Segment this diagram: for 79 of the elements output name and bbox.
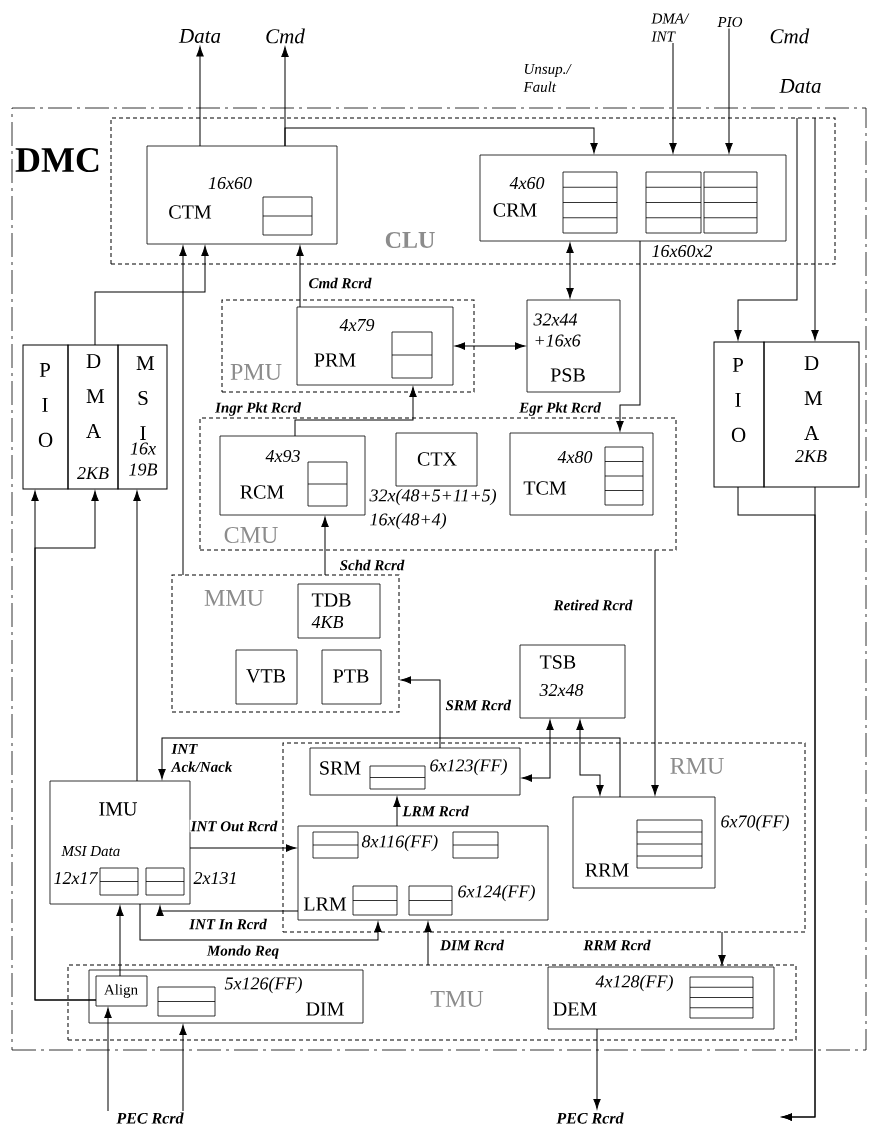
arrow bbox=[651, 549, 659, 796]
arrow bbox=[156, 905, 299, 916]
arrow bbox=[734, 117, 798, 341]
node-label: 2x131 bbox=[193, 871, 236, 885]
edge-label: Retired Rcrd bbox=[552, 598, 634, 612]
arrow bbox=[521, 719, 554, 782]
signal-label: PEC Rcrd bbox=[556, 1112, 624, 1124]
arrow bbox=[179, 245, 187, 576]
arrow bbox=[179, 1024, 187, 1112]
arrow bbox=[566, 242, 574, 299]
arrow bbox=[454, 342, 526, 350]
module-box: VTB bbox=[235, 649, 298, 705]
module-box: 4x60 CRM bbox=[479, 154, 787, 242]
edge-label: Egr Pkt Rcrd bbox=[518, 401, 602, 417]
signal-label: PIO bbox=[717, 16, 743, 28]
module-box: SRM 6x123(FF) bbox=[309, 747, 521, 796]
interface-column: D M A 2KB bbox=[67, 344, 119, 490]
arrow bbox=[94, 245, 209, 346]
interface-column: P I O bbox=[713, 341, 765, 488]
module-box: 4x79 PRM bbox=[296, 306, 454, 386]
arrow bbox=[725, 28, 733, 154]
module-box: TDB 4KB bbox=[297, 583, 381, 639]
arrow bbox=[284, 127, 598, 154]
arrow bbox=[189, 844, 297, 852]
edge-label: Schd Rcrd bbox=[338, 558, 406, 572]
edge-label: Cmd Rcrd bbox=[307, 276, 373, 290]
module-box: 16x60 CTM bbox=[146, 145, 338, 245]
module-box: 4x128(FF) DEM bbox=[547, 966, 775, 1030]
arrow bbox=[321, 516, 329, 576]
arrow bbox=[576, 719, 604, 796]
edge-label: LRM Rcrd bbox=[401, 804, 470, 818]
module-box: TSB 32x48 bbox=[519, 644, 626, 719]
arrow bbox=[718, 931, 726, 966]
module-box: CTX bbox=[395, 432, 478, 487]
arrow bbox=[811, 117, 819, 341]
arrow bbox=[593, 1028, 601, 1110]
signal-label: DMA/ INT bbox=[651, 13, 690, 42]
arrow bbox=[139, 903, 382, 941]
arrow bbox=[116, 905, 124, 977]
size-label: 16x(48+4) bbox=[370, 512, 447, 530]
interface-column: M S I 16x 19B bbox=[117, 344, 168, 490]
module-box: RRM bbox=[572, 796, 716, 889]
interface-column: D M A 2KB bbox=[763, 341, 860, 488]
signal-label: PEC Rcrd bbox=[116, 1112, 184, 1124]
edge-label: RRM Rcrd bbox=[582, 938, 652, 952]
arrow bbox=[133, 490, 141, 782]
arrow bbox=[196, 46, 204, 147]
signal-label: Unsup./ Fault bbox=[523, 64, 572, 93]
module-box: Align bbox=[95, 975, 148, 1007]
edge-label: SRM Rcrd bbox=[444, 698, 512, 712]
interface-column: P I O bbox=[22, 344, 69, 490]
arrow bbox=[781, 486, 816, 1121]
size-label: 6x70(FF) bbox=[721, 814, 789, 832]
arrow bbox=[104, 1007, 112, 1112]
module-box: 8x116(FF) LRM 6x124(FF) bbox=[297, 825, 549, 921]
signal-label: Cmd bbox=[266, 28, 305, 44]
arrow bbox=[393, 796, 401, 827]
signal-label: Data bbox=[178, 29, 221, 43]
edge-label: DIM Rcrd bbox=[439, 938, 505, 952]
edge-label: INT In Rcrd bbox=[188, 917, 268, 931]
edge-label: INT Out Rcrd bbox=[189, 819, 279, 833]
arrow bbox=[296, 245, 304, 308]
edge-label: INT Ack/Nack bbox=[170, 743, 243, 773]
edge-label: Mondo Req bbox=[205, 944, 281, 960]
arrow bbox=[158, 737, 621, 798]
module-box: 4x80 TCM bbox=[509, 432, 654, 516]
size-label: 32x(48+5+11+5) bbox=[369, 488, 497, 506]
module-box: 32x44 +16x6 PSB bbox=[526, 299, 621, 393]
module-box: 4x93 RCM bbox=[219, 435, 366, 516]
signal-label: Cmd bbox=[770, 28, 810, 44]
edge-label: Ingr Pkt Rcrd bbox=[214, 401, 302, 417]
module-box: PTB bbox=[321, 649, 382, 705]
arrow bbox=[294, 386, 417, 437]
arrow bbox=[669, 42, 677, 154]
arrow bbox=[400, 676, 441, 749]
arrow bbox=[424, 921, 432, 966]
signal-label: Data bbox=[779, 79, 821, 93]
size-label: 16x60x2 bbox=[652, 244, 713, 258]
arrow bbox=[616, 240, 641, 432]
